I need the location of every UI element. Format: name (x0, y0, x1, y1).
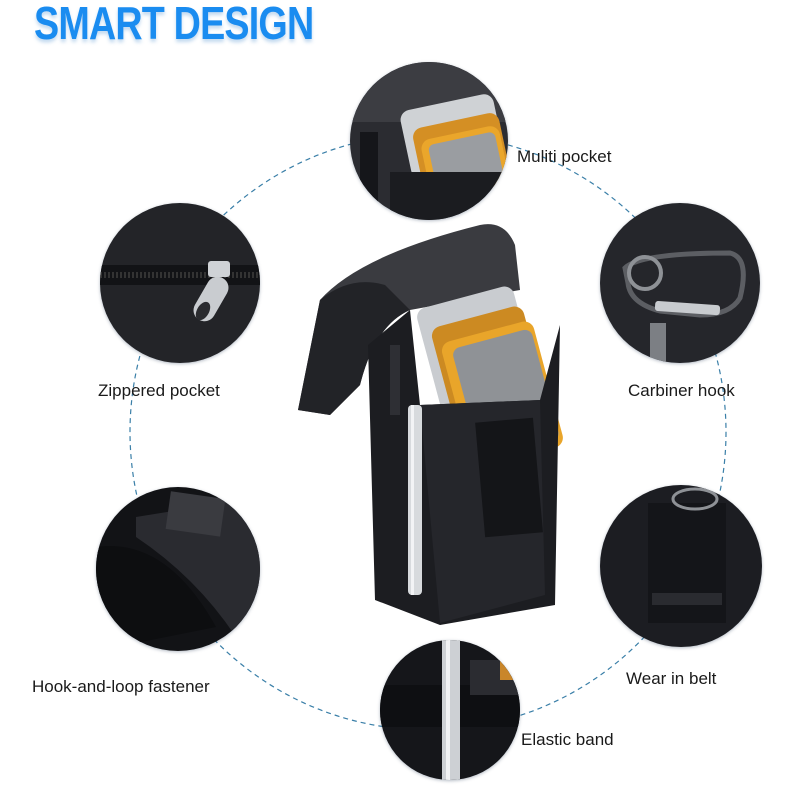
feature-image-multi-pocket (350, 62, 508, 220)
page-title: SMART DESIGN (34, 0, 314, 49)
feature-image-hook-and-loop (96, 487, 260, 651)
label-elastic-band: Elastic band (521, 730, 614, 749)
label-carabiner-hook: Carbiner hook (628, 381, 735, 400)
label-multi-pocket: Muliti pocket (517, 147, 612, 166)
product-image-pouch (298, 224, 563, 625)
feature-image-zippered-pocket (100, 203, 260, 363)
label-zippered-pocket: Zippered pocket (98, 381, 220, 400)
feature-image-wear-in-belt (600, 485, 762, 647)
label-wear-in-belt: Wear in belt (626, 669, 717, 688)
feature-image-elastic-band (380, 640, 520, 780)
label-hook-and-loop: Hook-and-loop fastener (32, 677, 210, 696)
feature-image-carabiner-hook (600, 203, 760, 363)
